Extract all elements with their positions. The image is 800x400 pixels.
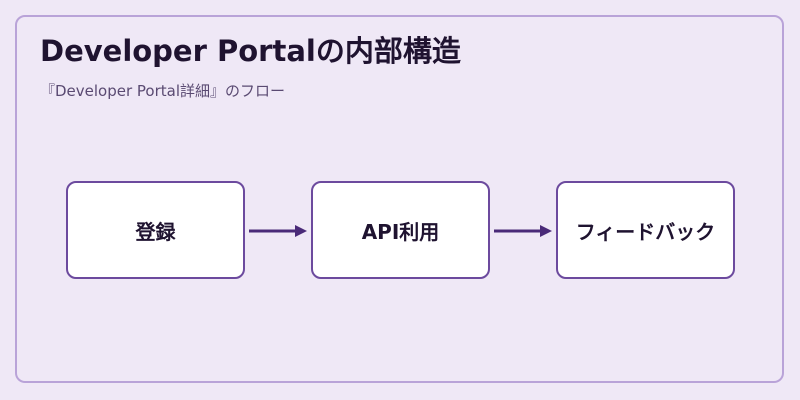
arrow-api-to-feedback <box>494 225 552 237</box>
node-api-usage: API利用 <box>311 181 490 279</box>
arrow-register-to-api <box>249 225 307 237</box>
node-feedback: フィードバック <box>556 181 735 279</box>
diagram-subtitle: 『Developer Portal詳細』のフロー <box>40 82 286 100</box>
node-register: 登録 <box>66 181 245 279</box>
diagram-title: Developer Portalの内部構造 <box>40 34 461 68</box>
